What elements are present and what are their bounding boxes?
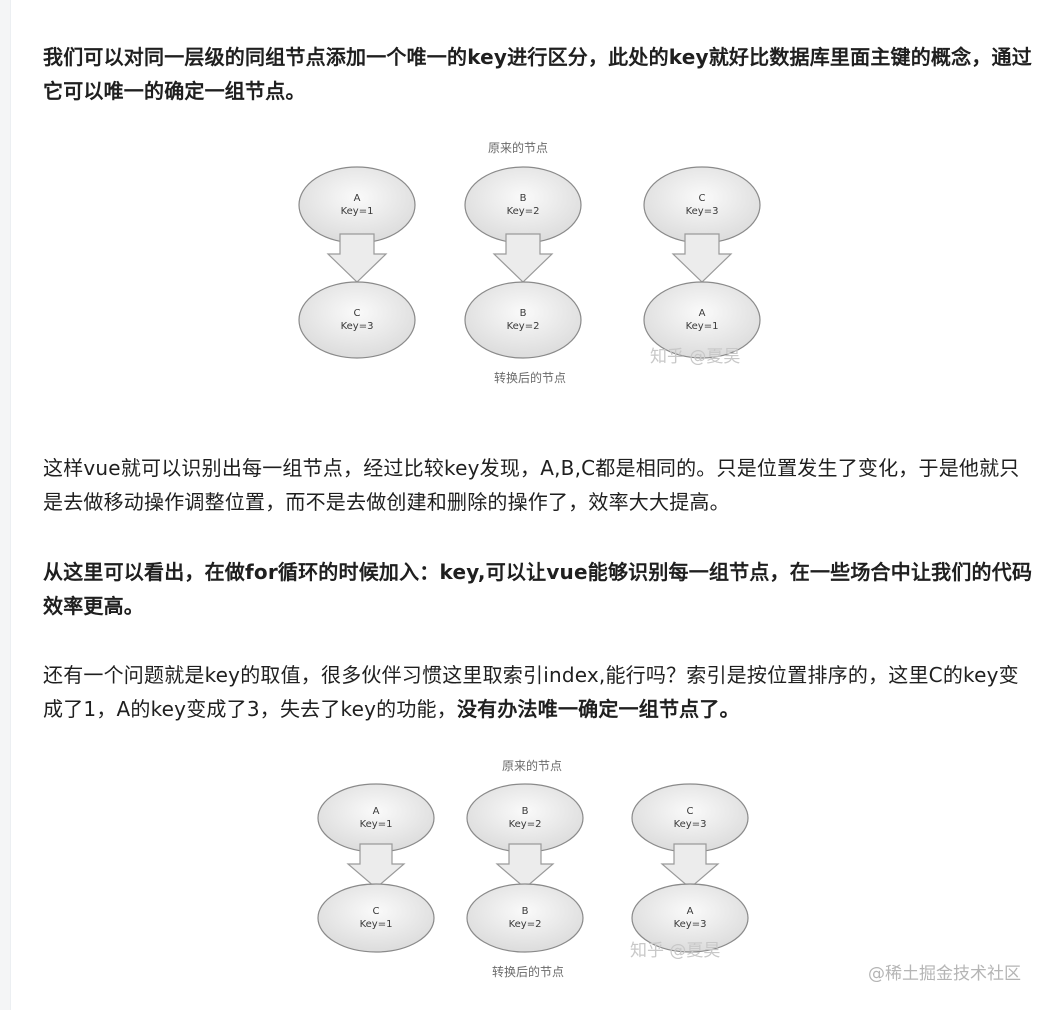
paragraph-vue-identify: 这样vue就可以识别出每一组节点，经过比较key发现，A,B,C都是相同的。只是… — [43, 456, 1020, 514]
down-arrow-icon — [326, 233, 388, 283]
node-key: Key=3 — [674, 919, 707, 930]
paragraph-index-problem-emphasis: 没有办法唯一确定一组节点了。 — [456, 697, 740, 721]
node-ellipse — [317, 783, 435, 853]
left-gutter — [0, 0, 11, 1010]
node-ellipse — [464, 166, 582, 244]
node-key: Key=2 — [509, 819, 542, 830]
figure2-column-1: A Key=1 C Key=1 — [317, 783, 435, 953]
site-watermark: @稀土掘金技术社区 — [868, 964, 1021, 984]
figure1-bottom-title: 转换后的节点 — [494, 370, 566, 385]
paragraph-index-problem-text: 还有一个问题就是key的取值，很多伙伴习惯这里取索引index,能行吗？索引是按… — [43, 663, 1019, 721]
node-key: Key=1 — [360, 819, 393, 830]
down-arrow-icon — [495, 843, 555, 889]
figure2-watermark: 知乎 @夏昊 — [630, 941, 720, 961]
figure1-top-title: 原来的节点 — [488, 140, 548, 155]
node-ellipse — [466, 883, 584, 953]
figure2-bottom-title: 转换后的节点 — [492, 964, 564, 979]
node-key: Key=2 — [507, 321, 540, 332]
figure1-watermark: 知乎 @夏昊 — [650, 347, 740, 367]
down-arrow-icon — [671, 233, 733, 283]
node-ellipse — [298, 281, 416, 359]
node-name: C — [354, 308, 361, 319]
node-name: B — [522, 806, 529, 817]
figure2-column-2: B Key=2 B Key=2 — [466, 783, 584, 953]
node-name: A — [687, 906, 694, 917]
node-key: Key=3 — [341, 321, 374, 332]
node-name: B — [520, 308, 527, 319]
diagram-original-to-converted-2: 原来的节点 A Key=1 C Key=1 B Key=2 B Key=2 C … — [317, 758, 749, 979]
node-key: Key=2 — [509, 919, 542, 930]
node-name: C — [699, 193, 706, 204]
node-key: Key=3 — [686, 206, 719, 217]
node-ellipse — [643, 166, 761, 244]
node-ellipse — [464, 281, 582, 359]
down-arrow-icon — [346, 843, 406, 889]
figure2-column-3: C Key=3 A Key=3 — [631, 783, 749, 953]
figure1-column-2: B Key=2 B Key=2 — [464, 166, 582, 359]
paragraph-key-intro: 我们可以对同一层级的同组节点添加一个唯一的key进行区分，此处的key就好比数据… — [43, 45, 1032, 103]
node-key: Key=1 — [341, 206, 374, 217]
figure1-column-1: A Key=1 C Key=3 — [298, 166, 416, 359]
down-arrow-icon — [492, 233, 554, 283]
node-ellipse — [631, 883, 749, 953]
node-key: Key=1 — [686, 321, 719, 332]
node-key: Key=1 — [360, 919, 393, 930]
node-name: A — [373, 806, 380, 817]
paragraph-index-problem: 还有一个问题就是key的取值，很多伙伴习惯这里取索引index,能行吗？索引是按… — [43, 658, 1033, 726]
node-name: C — [373, 906, 380, 917]
node-key: Key=3 — [674, 819, 707, 830]
node-ellipse — [643, 281, 761, 359]
node-key: Key=2 — [507, 206, 540, 217]
figure2-top-title: 原来的节点 — [502, 758, 562, 773]
node-ellipse — [631, 783, 749, 853]
node-name: A — [699, 308, 706, 319]
node-name: B — [522, 906, 529, 917]
node-name: A — [354, 193, 361, 204]
node-ellipse — [466, 783, 584, 853]
figure1-column-3: C Key=3 A Key=1 — [643, 166, 761, 359]
node-name: C — [687, 806, 694, 817]
node-ellipse — [317, 883, 435, 953]
node-name: B — [520, 193, 527, 204]
diagram-original-to-converted-1: 原来的节点 A Key=1 C Key=3 B Key=2 B Key=2 C … — [298, 140, 761, 385]
node-ellipse — [298, 166, 416, 244]
paragraph-for-loop-key: 从这里可以看出，在做for循环的时候加入：key,可以让vue能够识别每一组节点… — [43, 560, 1033, 618]
down-arrow-icon — [660, 843, 720, 889]
